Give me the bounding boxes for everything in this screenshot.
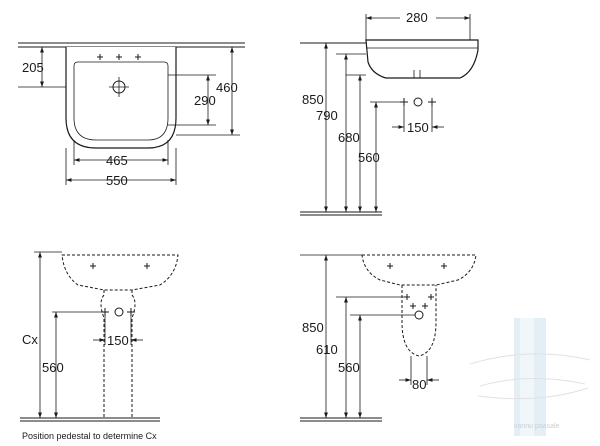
dim-610-label: 610: [316, 342, 338, 357]
dim-150-front-label: 150: [107, 333, 129, 348]
dim-290-label: 290: [194, 93, 216, 108]
dim-cx-label: Cx: [22, 332, 38, 347]
dim-460-label: 460: [216, 80, 238, 95]
dim-790-label: 790: [316, 108, 338, 123]
watermark-logo: vannu paasale: [469, 318, 591, 436]
supply-valve-side-icon: [404, 294, 434, 320]
watermark-text: vannu paasale: [514, 423, 560, 430]
pedestal-caption: Position pedestal to determine Cx: [22, 431, 157, 441]
dim-80-label: 80: [412, 377, 426, 392]
tap-hole-icon: [97, 54, 141, 60]
dim-150-side-label: 150: [407, 120, 429, 135]
dim-205-label: 205: [22, 60, 44, 75]
basin-outline-plan: [65, 47, 177, 149]
side-view: 280 850 790 680 560 150: [300, 10, 479, 216]
dim-560-pedestal-label: 560: [338, 360, 360, 375]
plan-view: 205 460 290 465 550: [18, 42, 245, 188]
dim-560-front-label: 560: [42, 360, 64, 375]
basin-outline-side: [365, 39, 479, 79]
pedestal-side-view: 850 610 560 80: [300, 254, 477, 422]
dim-465-label: 465: [106, 153, 128, 168]
supply-valve-icon: [400, 97, 436, 107]
dim-680-label: 680: [338, 130, 360, 145]
supply-valve-front-icon: [101, 307, 135, 317]
dim-850-side-label: 850: [302, 92, 324, 107]
pedestal-front-view: Cx 560 150 Position pedestal to determin…: [20, 251, 179, 441]
dim-280-label: 280: [406, 10, 428, 25]
tap-hole-side-icon: [387, 263, 447, 269]
dim-550-label: 550: [106, 173, 128, 188]
tap-hole-front-icon: [90, 263, 150, 269]
drain-icon: [109, 77, 129, 97]
dim-560-side-label: 560: [358, 150, 380, 165]
dim-850-pedestal-label: 850: [302, 320, 324, 335]
